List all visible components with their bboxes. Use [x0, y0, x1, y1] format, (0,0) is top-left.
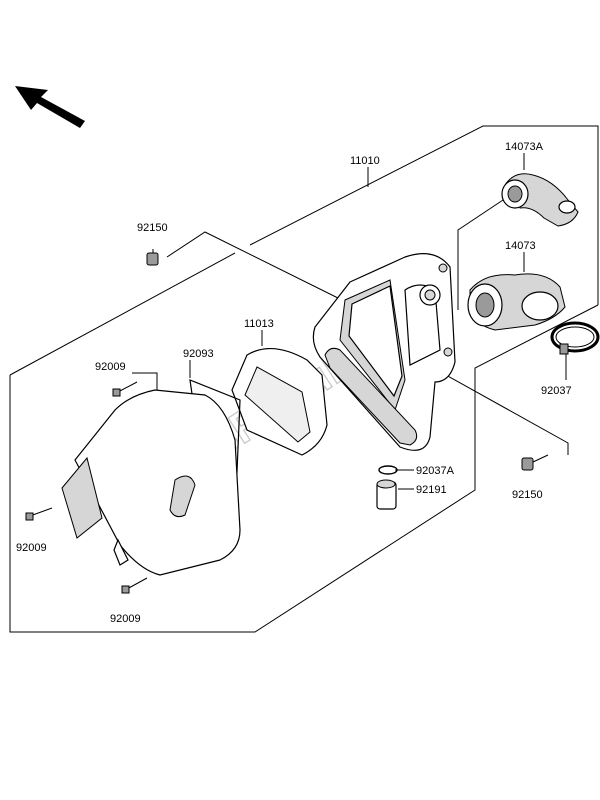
element-11013: [231, 347, 328, 456]
bolt-92150-right: [521, 454, 549, 471]
plug-92191: [376, 479, 397, 510]
elbow-tube-14073A: [501, 173, 579, 227]
clamp-92037: [550, 321, 600, 355]
label-11013: 11013: [244, 318, 274, 330]
arrow-up-left-icon: [15, 86, 85, 128]
air-cleaner-case-11010: [312, 253, 456, 451]
assembly-frame: [9, 125, 599, 633]
label-14073A: 14073A: [505, 141, 544, 153]
air-cleaner-cover: [61, 389, 241, 576]
bolt-92009-bottom: [121, 577, 148, 594]
label-14073: 14073: [505, 240, 536, 252]
bolt-92009-left: [25, 507, 53, 521]
label-92009-left: 92009: [16, 542, 47, 554]
label-92150-top: 92150: [137, 222, 168, 234]
label-92009-bottom: 92009: [110, 613, 141, 625]
label-92009-top: 92009: [95, 361, 126, 373]
label-92037A: 92037A: [416, 465, 455, 477]
label-92150-right: 92150: [512, 489, 543, 501]
bolt-92009-top: [112, 381, 138, 397]
label-92037: 92037: [541, 385, 572, 397]
label-92191: 92191: [416, 484, 447, 496]
leader-lines: [132, 153, 569, 490]
clip-92037A: [378, 465, 398, 475]
label-11010: 11010: [350, 155, 380, 167]
intake-duct-14073: [467, 273, 566, 331]
bolt-92150-top: [146, 249, 159, 266]
label-92093: 92093: [183, 348, 214, 360]
